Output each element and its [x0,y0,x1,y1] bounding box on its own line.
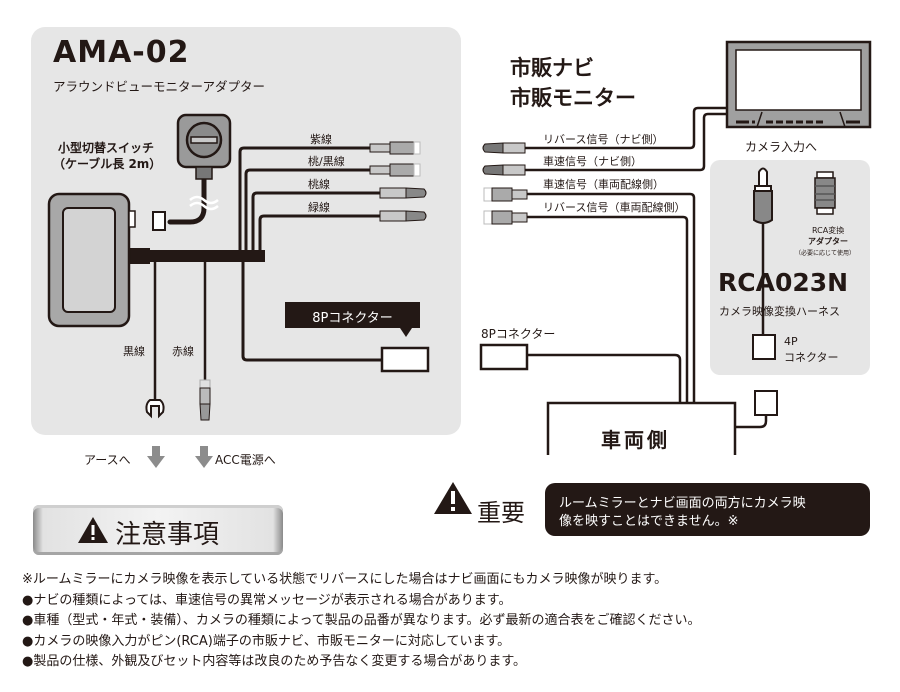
switch-label-2: （ケーブル長 2m） [53,157,162,171]
vehicle-side-label: 車両側 [601,428,670,452]
adapter-subtitle: アラウンドビューモニターアダプター [53,79,266,94]
connector-4p [752,334,776,360]
harness-model: RCA023N [718,268,849,297]
note-item: ●カメラの映像入力がピン(RCA)端子の市販ナビ、市販モニターに対応しています。 [22,633,511,649]
notes-list: ※ルームミラーにカメラ映像を表示している状態でリバースにした場合はナビ画面にもカ… [22,570,701,673]
acc-connector [199,379,211,421]
navi-title-2: 市販モニター [510,86,636,110]
note-item: ●車種（型式・年式・装備）、カメラの種類によって製品の品番が異なります。必ず最新… [22,613,701,628]
wire-4p-to-vehicle [733,415,768,429]
rca-female-speed-vehicle [483,187,528,202]
rca-adapter-label-3: （必要に応じて使用） [795,250,856,257]
signal-label-reverse-vehicle: リバース信号（車両配線側） [543,201,686,214]
signal-label-reverse-navi: リバース信号（ナビ側） [543,133,664,146]
adapter-port [128,210,136,228]
rca-adapter-label-2: アダプター [808,237,848,246]
wire-label-pink: 桃線 [308,178,330,191]
to-ground-label: アースへ [84,453,131,467]
trunk-boot [128,248,150,264]
rca-male-green [379,210,427,222]
connector-8p-left [380,346,430,373]
wire-speed-navi [525,112,727,172]
important-message-box: ルームミラーとナビ画面の両方にカメラ映 像を映すことはできません。※ [545,483,870,536]
wire-pink [251,191,382,254]
switch-plug [152,211,166,231]
connector-4p-label-2: コネクター [784,351,839,364]
rca-female-pink-black [369,163,421,177]
notice-banner: 注意事項 [33,505,283,555]
callout-pointer [400,328,412,337]
cable-break [189,195,219,211]
rca-female-purple [369,141,421,155]
important-label: 重要 [477,499,525,527]
vehicle-box [546,401,737,455]
rca-female-reverse-vehicle [483,210,528,225]
to-acc-label: ACC電源へ [215,453,276,467]
monitor-screen [735,49,862,111]
navi-title-1: 市販ナビ [510,56,594,80]
wire-trunk [145,250,265,262]
warning-triangle-icon [78,517,108,543]
harness-rca-plug [753,167,773,224]
note-item: ※ルームミラーにカメラ映像を表示している状態でリバースにした場合はナビ画面にもカ… [22,572,668,587]
red-wire-label: 赤線 [172,345,194,358]
important-message-2: 像を映すことはできません。※ [559,514,739,529]
rca-adapter [814,171,836,215]
arrow-acc [195,446,213,468]
wire-reverse-vehicle [527,215,689,403]
connector-8p-right-label: 8Pコネクター [481,327,556,341]
switch-neck [195,166,213,180]
connector-4p-label-1: 4P [784,335,798,348]
wire-label-green: 緑線 [308,201,330,214]
note-item: ●製品の仕様、外観及びセット内容等は改良のため予告なく変更する場合があります。 [22,654,527,669]
rca-adapter-label-1: RCA変換 [812,226,845,235]
switch-dial-slot [190,136,218,144]
wire-reverse-navi [525,106,727,150]
rca-male-reverse-navi [482,142,526,154]
arrow-ground [147,446,165,468]
harness-panel [710,160,870,375]
wire-green [258,214,382,254]
ground-lug [145,399,165,419]
wire-speed-vehicle [527,192,696,403]
wire-purple [238,146,372,254]
signal-label-speed-navi: 車速信号（ナビ側） [543,155,642,168]
note-item: ●ナビの種類によっては、車速信号の異常メッセージが表示される場合があります。 [22,592,512,608]
black-wire-label: 黒線 [123,345,145,358]
adapter-model: AMA-02 [53,35,190,70]
wire-8p-right [527,353,682,403]
connector-8p-callout: 8Pコネクター [285,302,420,328]
notice-title: 注意事項 [115,520,220,550]
camera-input-label: カメラ入力へ [745,140,818,154]
connector-4p-vehicle [754,390,778,416]
connector-8p-right [479,343,529,371]
adapter-body-face [62,207,116,313]
wire-label-purple: 紫線 [310,133,332,146]
rca-male-speed-navi [482,164,526,176]
signal-label-speed-vehicle: 車速信号（車両配線側） [543,178,664,191]
wire-pink-black [244,168,372,254]
rca-male-pink [379,187,427,199]
wire-switch [167,175,207,225]
important-message-1: ルームミラーとナビ画面の両方にカメラ映 [559,496,806,511]
wire-8p [241,260,384,362]
harness-subtitle: カメラ映像変換ハーネス [719,305,840,318]
switch-label-1: 小型切替スイッチ [58,141,155,155]
wire-label-pink-black: 桃/黒線 [308,155,345,168]
